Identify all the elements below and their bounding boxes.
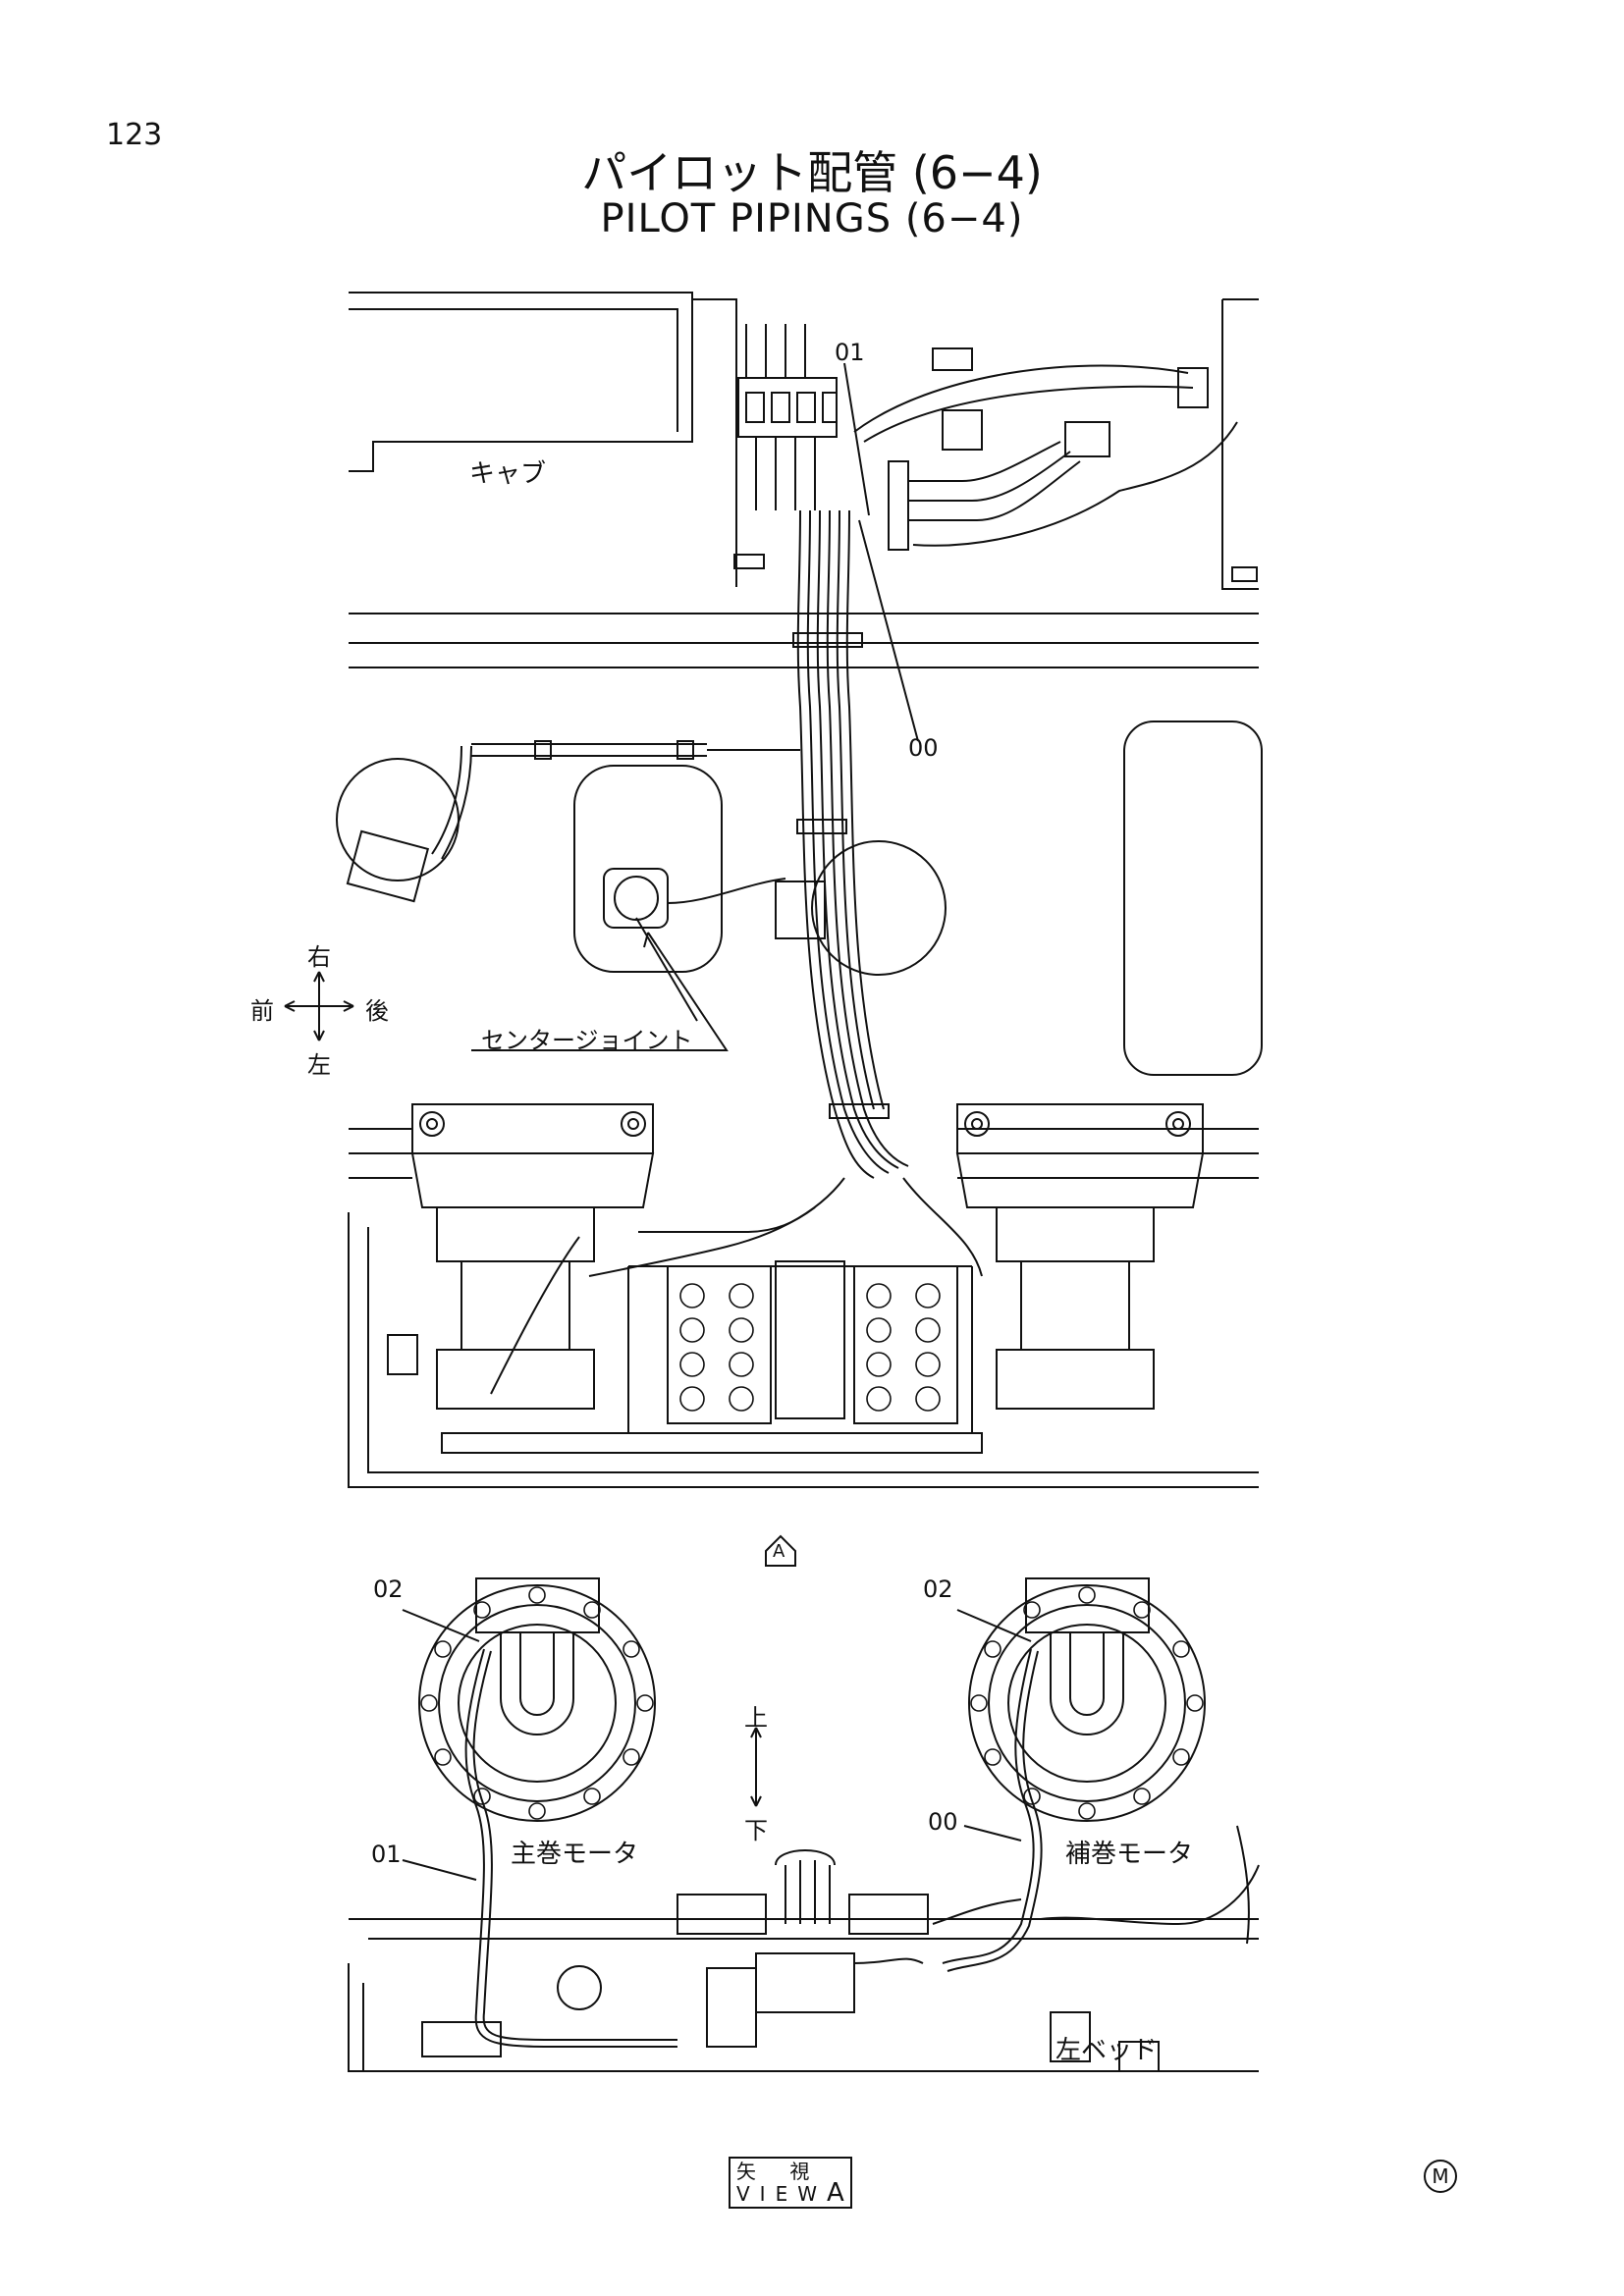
callout-01-top: 01	[835, 339, 865, 366]
main-winch-motor-label: 主巻モータ	[511, 1840, 639, 1869]
main-winch-motor-drawing	[418, 1577, 656, 1822]
callout-01-bottom: 01	[371, 1841, 402, 1868]
left-bed-label: 左ベッド	[1056, 2036, 1159, 2065]
direction-down: 下	[744, 1817, 768, 1844]
direction-cross-top	[284, 971, 354, 1041]
swing-and-tank-area	[336, 721, 1263, 1076]
aux-winch-motor-drawing	[968, 1577, 1206, 1822]
direction-left: 左	[307, 1051, 331, 1079]
center-joint-label: センタージョイント	[481, 1027, 693, 1054]
swing-winch-assembly	[348, 1103, 1259, 1488]
winch-pilot-hoses	[464, 1648, 1043, 2048]
view-a-letter: A	[827, 2178, 844, 2208]
cab-outline	[349, 292, 1259, 668]
aux-winch-motor-label: 補巻モータ	[1065, 1840, 1194, 1869]
page-number: 123	[106, 118, 163, 152]
center-joint-leader	[471, 932, 729, 1051]
callout-02-left: 02	[373, 1575, 404, 1603]
callout-02-right: 02	[923, 1575, 953, 1603]
distributor-blocks	[441, 1177, 983, 1454]
direction-rear: 後	[365, 997, 389, 1025]
m-symbol: M	[1424, 2160, 1457, 2193]
left-bed-frame	[348, 1825, 1260, 2072]
direction-up: 上	[744, 1704, 768, 1732]
view-a-marker	[765, 1534, 796, 1567]
pilot-hose-bundle	[792, 509, 909, 1179]
callout-00-top: 00	[908, 734, 939, 762]
page-title-english: PILOT PIPINGS (6−4)	[600, 196, 1024, 241]
callout-00-bottom: 00	[928, 1808, 958, 1836]
view-a-english: VIEW	[736, 2182, 827, 2206]
view-a-marker-letter: A	[773, 1541, 785, 1562]
direction-front: 前	[250, 997, 274, 1025]
direction-arrow-updown	[750, 1727, 762, 1807]
page-title-japanese: パイロット配管 (6−4)	[581, 146, 1043, 199]
cab-label: キャブ	[469, 459, 547, 489]
view-a-japanese: 矢 視	[736, 2160, 824, 2183]
direction-right: 右	[307, 943, 331, 971]
control-valve-bank	[733, 324, 1258, 582]
callout-leaders	[402, 362, 1032, 1881]
view-a-caption: 矢 視 VIEWA	[729, 2157, 852, 2209]
